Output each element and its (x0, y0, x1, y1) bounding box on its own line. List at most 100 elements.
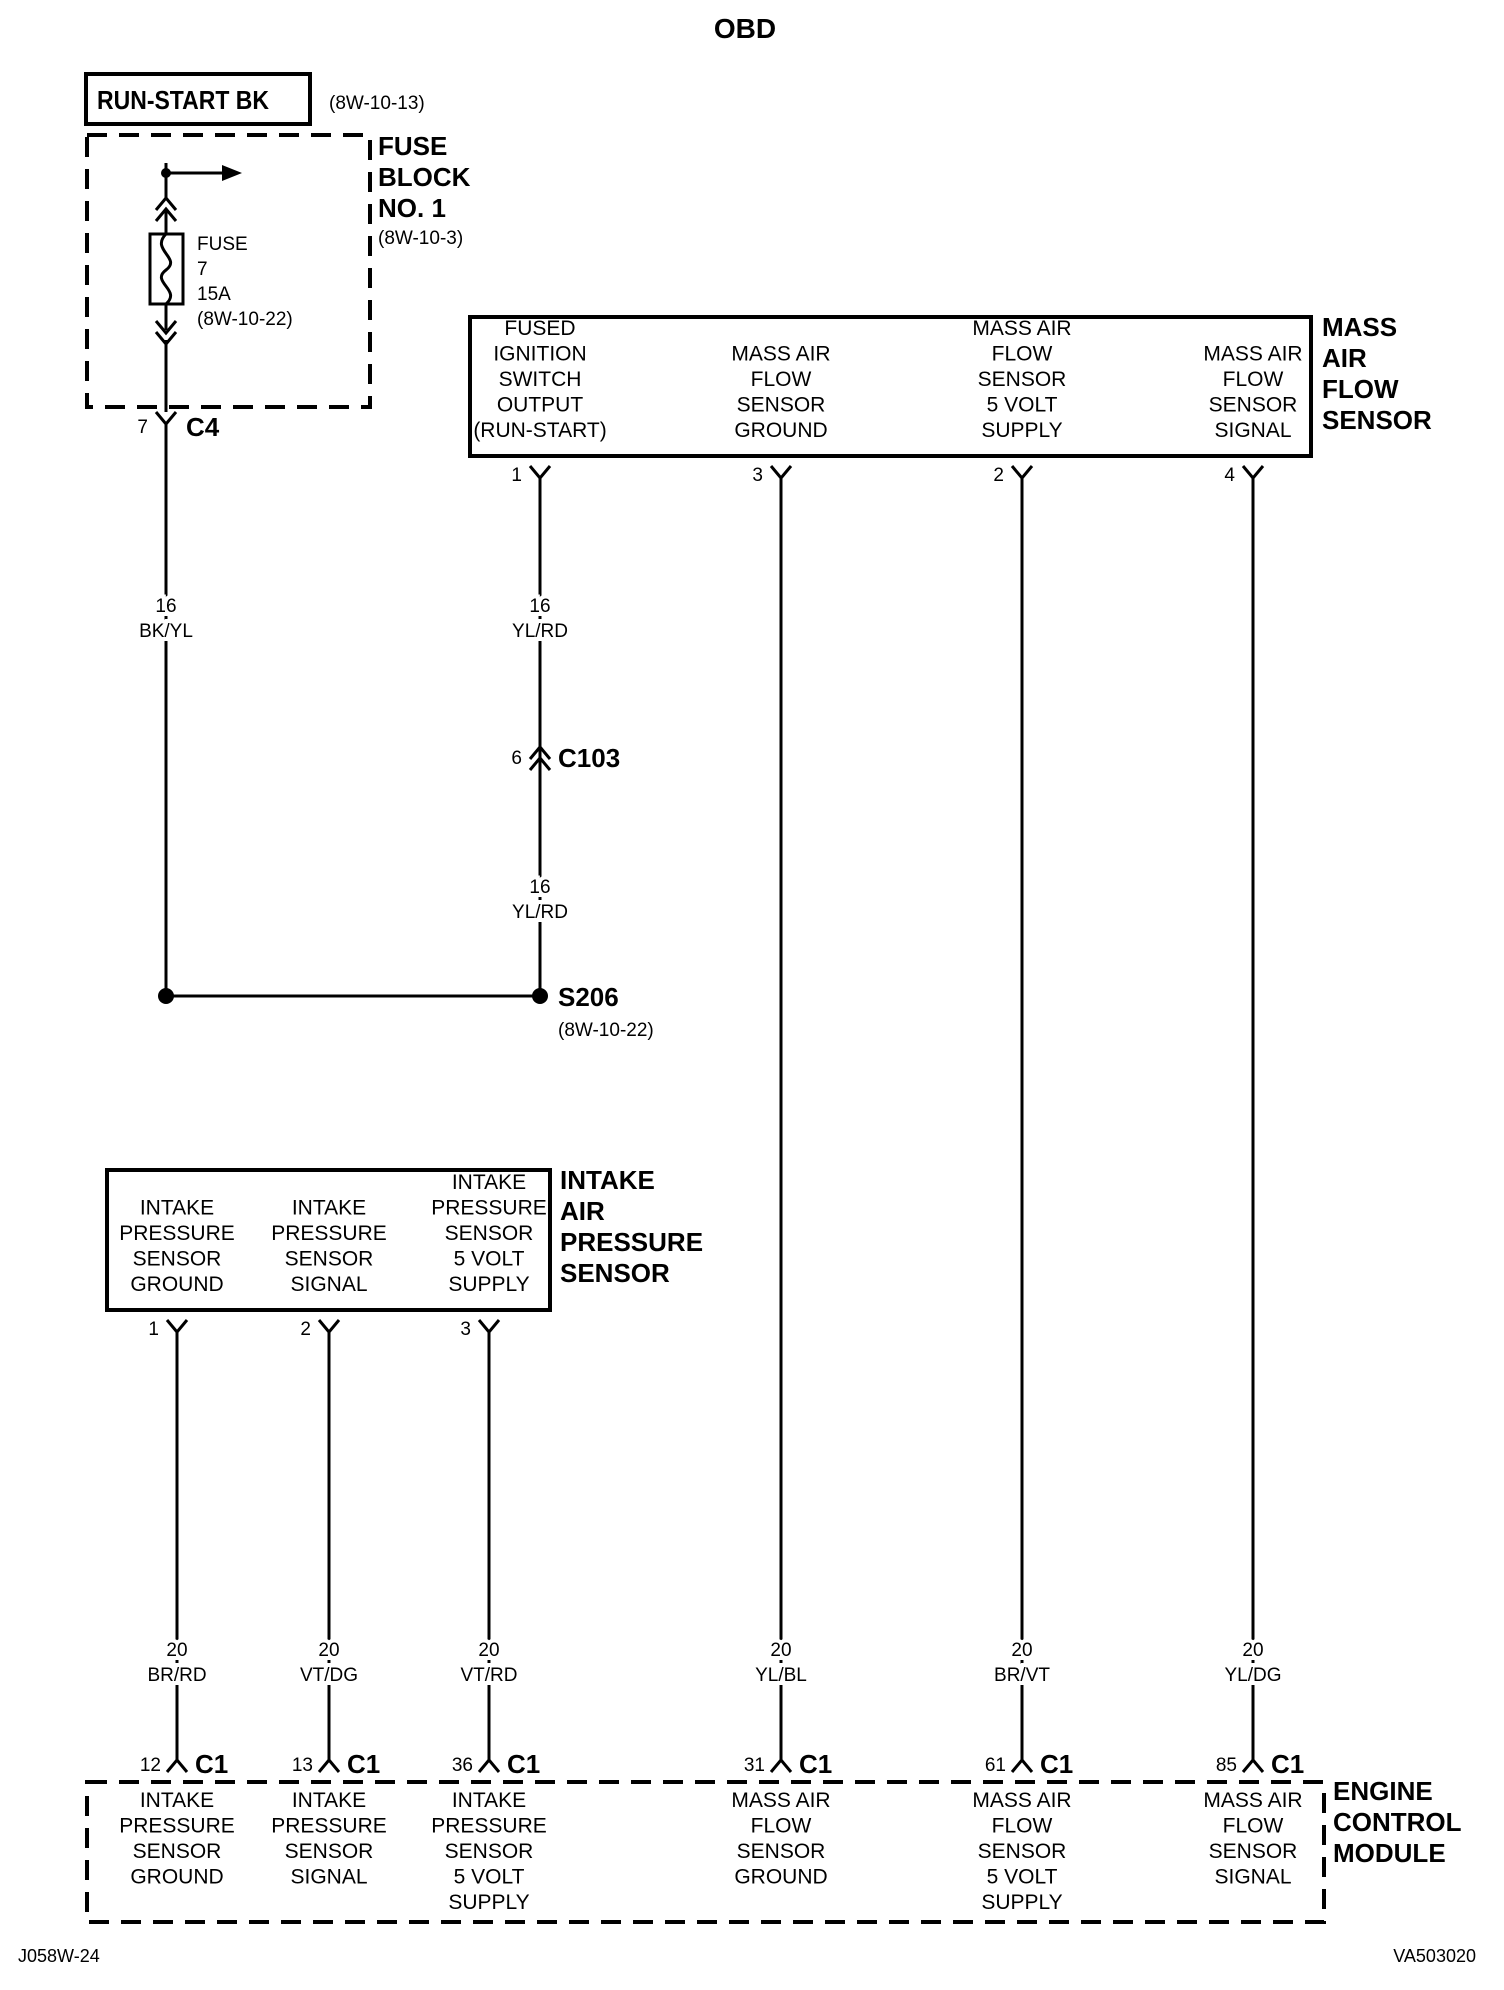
iap-sensor-name-4: SENSOR (560, 1258, 670, 1288)
maf-pin-3-label: GROUND (734, 419, 827, 442)
ecm-pin-31-label: SENSOR (737, 1840, 826, 1863)
c4-pin-number: 7 (137, 417, 148, 438)
ecm-pin-12-label: GROUND (130, 1866, 223, 1889)
iap-pin-3-label: SUPPLY (448, 1273, 529, 1296)
ecm-pin-13-number: 13 (292, 1755, 313, 1776)
maf-feed-upper-gauge: 16 (529, 596, 550, 617)
ecm-pin-61-label: MASS AIR (972, 1789, 1071, 1812)
ecm-pin-13-label: INTAKE (292, 1789, 366, 1812)
iap-pin-1-label: INTAKE (140, 1197, 214, 1220)
fuse-block-name-1: FUSE (378, 131, 447, 161)
fuse-block-name-3: NO. 1 (378, 193, 446, 223)
c103-connector-icon (528, 744, 552, 760)
maf-feed-lower-color: YL/RD (512, 902, 568, 923)
maf-sensor-name-4: SENSOR (1322, 405, 1432, 435)
ecm-name-2: CONTROL (1333, 1807, 1462, 1837)
ecm-pin-13-label: PRESSURE (271, 1815, 387, 1838)
maf-pin-4-label: SIGNAL (1214, 419, 1291, 442)
ecm-pin-13-label: SIGNAL (290, 1866, 367, 1889)
ecm-wire-61-gauge: 20 (1011, 1640, 1032, 1661)
iap-pin-3-number: 3 (460, 1319, 471, 1340)
iap-pin-2-number: 2 (300, 1319, 311, 1340)
maf-feed-lower-gauge: 16 (529, 877, 550, 898)
ecm-name-1: ENGINE (1333, 1776, 1433, 1806)
iap-pin-3-connector-icon (477, 1319, 501, 1335)
maf-pin-1-label: (RUN-START) (473, 419, 606, 442)
footer-right-code: VA503020 (1393, 1946, 1476, 1966)
ecm-pin-36-label: SENSOR (445, 1840, 534, 1863)
ecm-pin-12-label: INTAKE (140, 1789, 214, 1812)
ecm-pin-12-connector-label: C1 (195, 1749, 228, 1779)
ecm-pin-13-connector-icon (317, 1757, 341, 1773)
iap-pin-2-label: SIGNAL (290, 1273, 367, 1296)
c4-connector-label: C4 (186, 412, 220, 442)
iap-sensor-name-2: AIR (560, 1196, 605, 1226)
maf-feed-upper-color: YL/RD (512, 621, 568, 642)
ecm-pin-31-label: MASS AIR (731, 1789, 830, 1812)
run-start-label: RUN-START BK (97, 85, 269, 115)
maf-sensor-name-1: MASS (1322, 312, 1397, 342)
splice-label: S206 (558, 982, 619, 1012)
maf-pin-1-number: 1 (511, 465, 522, 486)
ecm-pin-31-connector-icon (769, 1757, 793, 1773)
ecm-wire-36-color: VT/RD (461, 1665, 518, 1686)
iap-sensor-name-1: INTAKE (560, 1165, 655, 1195)
maf-pin-4-connector-icon (1241, 465, 1265, 481)
fuse-block-name-2: BLOCK (378, 162, 471, 192)
ecm-wire-13-gauge: 20 (318, 1640, 339, 1661)
ecm-pin-36-label: 5 VOLT (454, 1866, 525, 1889)
ecm-wire-85-color: YL/DG (1224, 1665, 1281, 1686)
ecm-wire-31-gauge: 20 (770, 1640, 791, 1661)
fuse-top-connector-icon (154, 195, 178, 211)
ecm-pin-12-label: PRESSURE (119, 1815, 235, 1838)
ecm-outline (85, 1780, 1326, 1924)
page-title: OBD (714, 13, 776, 44)
maf-pin-4-label: SENSOR (1209, 394, 1298, 417)
ecm-pin-85-connector-label: C1 (1271, 1749, 1304, 1779)
ecm-wires: 20BR/RD20VT/DG20VT/RD20YL/BL20BR/VT20YL/… (143, 478, 1286, 1760)
iap-sensor-pins: INTAKEPRESSURESENSORGROUND1INTAKEPRESSUR… (119, 1171, 547, 1340)
ecm-pin-85-connector-icon (1241, 1757, 1265, 1773)
maf-sensor-box (468, 315, 1313, 458)
ecm-pin-61-connector-label: C1 (1040, 1749, 1073, 1779)
ecm-pin-36-connector-label: C1 (507, 1749, 540, 1779)
ecm-pin-61-connector-icon (1010, 1757, 1034, 1773)
ecm-pin-12-label: SENSOR (133, 1840, 222, 1863)
ecm-pin-61-label: SENSOR (978, 1840, 1067, 1863)
maf-pin-2-label: SUPPLY (981, 419, 1062, 442)
ecm-wire-13-color: VT/DG (300, 1665, 358, 1686)
fuse-label-3: 15A (197, 284, 231, 305)
iap-sensor-box (105, 1168, 552, 1312)
ecm-pin-85-label: SENSOR (1209, 1840, 1298, 1863)
ecm-pin-36-label: PRESSURE (431, 1815, 547, 1838)
fuse-bus-arrow-icon (222, 165, 242, 181)
fuse-block-ref: (8W-10-3) (378, 228, 463, 249)
maf-pin-2-connector-icon (1010, 465, 1034, 481)
fuse-feed-color: BK/YL (139, 621, 193, 642)
maf-pin-3-label: SENSOR (737, 394, 826, 417)
iap-pin-1-connector-icon (165, 1319, 189, 1335)
maf-pin-4-label: MASS AIR (1203, 343, 1302, 366)
c103-connector-label: C103 (558, 743, 620, 773)
fuse-element-icon (159, 232, 173, 306)
ecm-pin-61-label: 5 VOLT (987, 1866, 1058, 1889)
maf-pin-2-label: 5 VOLT (987, 394, 1058, 417)
iap-pin-3-label: INTAKE (452, 1171, 526, 1194)
maf-pin-4-label: FLOW (1223, 368, 1284, 391)
maf-pin-1-label: SWITCH (499, 368, 582, 391)
iap-sensor-name-3: PRESSURE (560, 1227, 703, 1257)
ecm-wire-12-color: BR/RD (147, 1665, 206, 1686)
ecm-pin-61-label: FLOW (992, 1815, 1053, 1838)
ecm-pin-36-connector-icon (477, 1757, 501, 1773)
iap-pin-2-label: PRESSURE (271, 1222, 387, 1245)
maf-pin-2-label: SENSOR (978, 368, 1067, 391)
iap-pin-1-label: GROUND (130, 1273, 223, 1296)
maf-pin-1-label: OUTPUT (497, 394, 584, 417)
ecm-pin-85-label: MASS AIR (1203, 1789, 1302, 1812)
maf-sensor-name-3: FLOW (1322, 374, 1399, 404)
ecm-wire-85-gauge: 20 (1242, 1640, 1263, 1661)
ecm-pin-61-label: SUPPLY (981, 1891, 1062, 1914)
maf-pin-1-label: IGNITION (493, 343, 586, 366)
maf-pin-3-label: FLOW (751, 368, 812, 391)
